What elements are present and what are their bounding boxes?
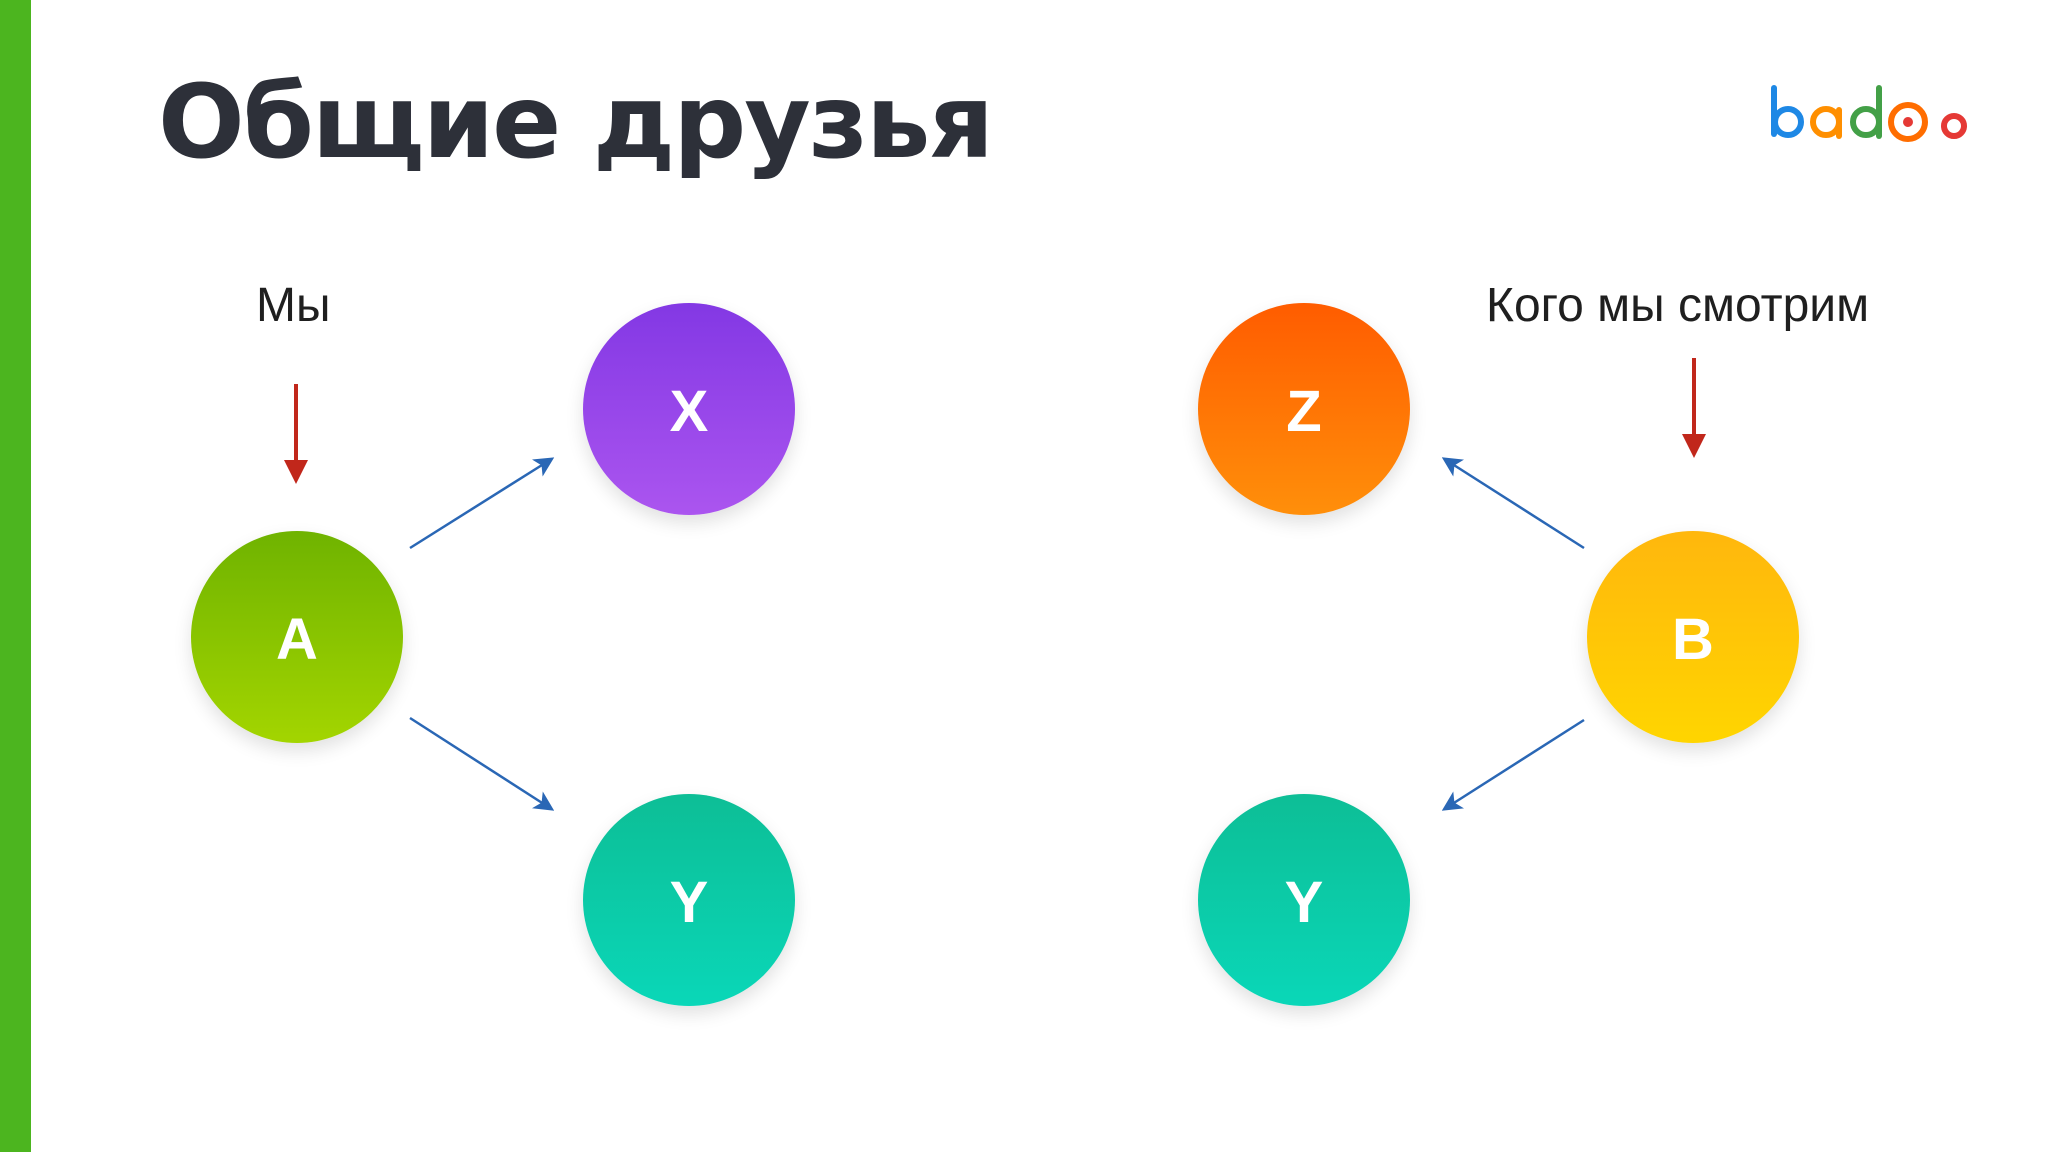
slide-title: Общие друзья xyxy=(158,63,994,182)
node-a-label: A xyxy=(276,606,318,672)
node-y-left: Y xyxy=(583,794,795,1006)
node-a: A xyxy=(191,531,403,743)
node-b-label: B xyxy=(1672,606,1714,672)
node-b: B xyxy=(1587,531,1799,743)
node-x-label: X xyxy=(669,378,709,444)
label-target-profile: Кого мы смотрим xyxy=(1486,279,1870,332)
node-z-label: Z xyxy=(1286,378,1322,444)
label-we: Мы xyxy=(256,279,331,332)
node-y-right-label: Y xyxy=(1284,869,1324,935)
edge-b-z xyxy=(1441,457,1585,550)
edge-b-y xyxy=(1441,718,1585,811)
accent-side-bar xyxy=(0,0,31,1152)
node-z: Z xyxy=(1198,303,1410,515)
edge-a-x xyxy=(409,457,555,550)
node-y-left-label: Y xyxy=(669,869,709,935)
node-y-right: Y xyxy=(1198,794,1410,1006)
edge-a-y xyxy=(409,716,555,811)
badoo-logo-icon xyxy=(1771,85,1967,142)
node-x: X xyxy=(583,303,795,515)
